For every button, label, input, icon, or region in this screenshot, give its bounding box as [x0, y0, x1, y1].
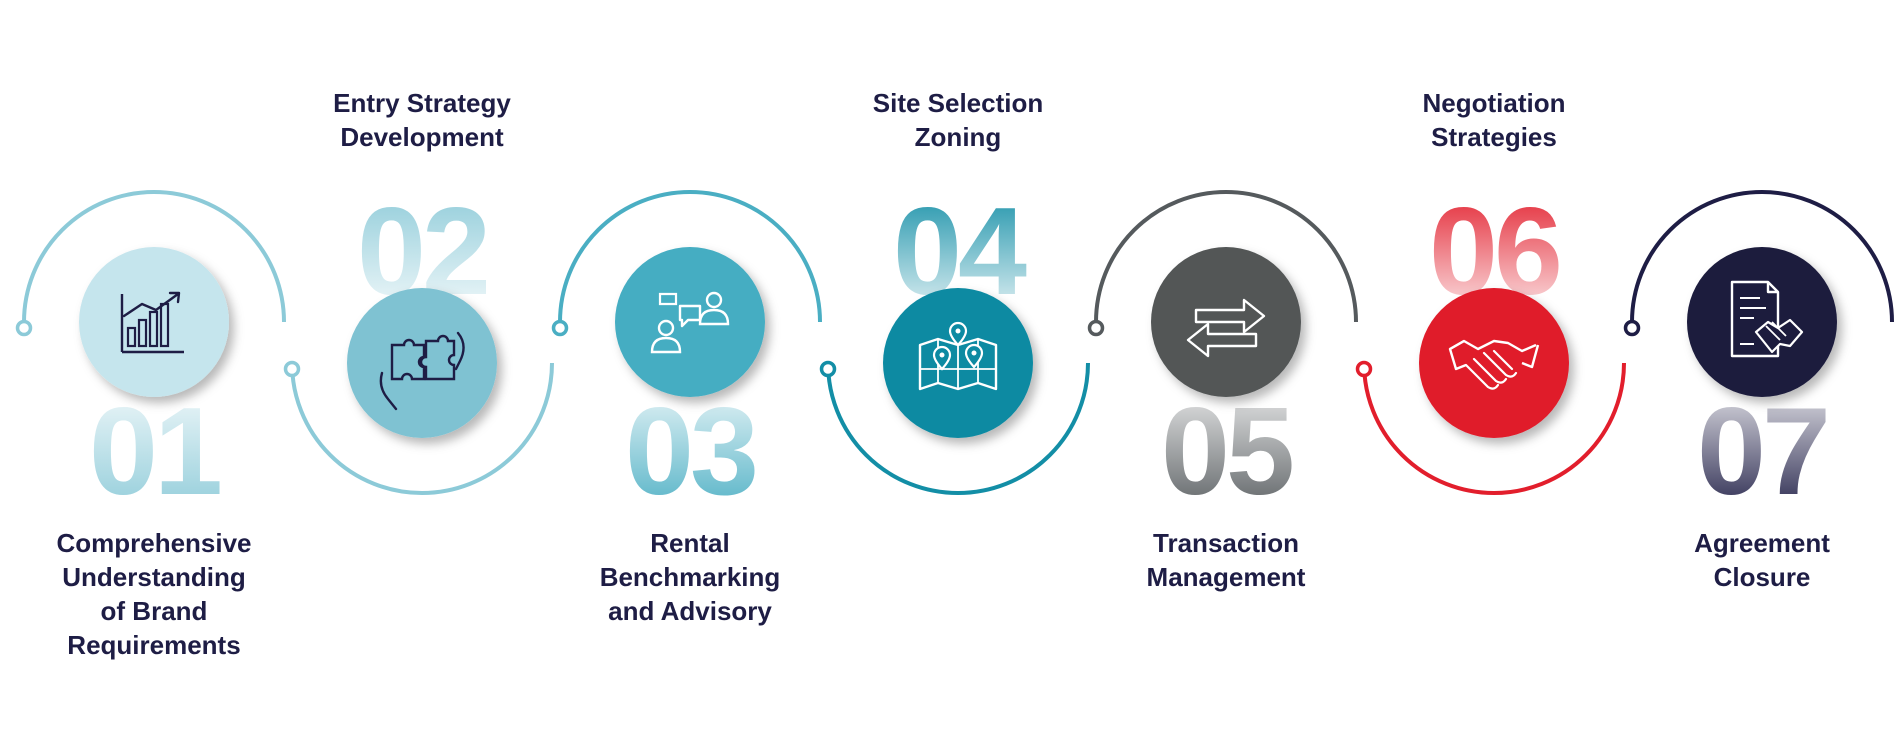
- step-title-line: Understanding: [62, 562, 245, 592]
- step-title-line: Strategies: [1431, 122, 1557, 152]
- connector-dot: [1623, 319, 1641, 337]
- step-number: 07: [1697, 383, 1827, 521]
- step-title-line: Comprehensive: [56, 528, 251, 558]
- consultation-icon: [650, 291, 730, 354]
- step-circle: [615, 247, 765, 397]
- step-title-line: Zoning: [915, 122, 1002, 152]
- location-map-icon: [918, 321, 998, 391]
- step-title-line: Rental: [650, 528, 729, 558]
- step-title-line: and Advisory: [608, 596, 772, 626]
- step-title-line: Negotiation: [1423, 88, 1566, 118]
- step-title-line: Transaction: [1153, 528, 1299, 558]
- step-circle: [1687, 247, 1837, 397]
- step-number: 01: [89, 383, 220, 521]
- step-title-line: Entry Strategy: [333, 88, 511, 118]
- step-title-line: Development: [340, 122, 504, 152]
- step-title-line: Agreement: [1694, 528, 1830, 558]
- step-number: 05: [1161, 383, 1292, 521]
- connector-dot: [15, 319, 33, 337]
- step-arc: [290, 362, 554, 495]
- step-circle: [79, 247, 229, 397]
- step-arc: [1362, 362, 1626, 495]
- step-number: 03: [625, 383, 755, 521]
- contract-handshake-icon: [1730, 280, 1804, 358]
- step-title-line: Requirements: [67, 630, 240, 660]
- handshake-icon: [1448, 339, 1540, 390]
- chart-growth-icon: [120, 291, 184, 354]
- exchange-arrows-icon: [1186, 298, 1266, 358]
- connector-dot: [1087, 319, 1105, 337]
- step-title-line: of Brand: [101, 596, 208, 626]
- connector-dot: [551, 319, 569, 337]
- connector-dot: [1355, 360, 1373, 378]
- step-arc: [558, 190, 822, 323]
- step-arc: [22, 190, 286, 323]
- puzzle-hands-icon: [379, 331, 465, 411]
- connector-dot: [819, 360, 837, 378]
- step-title-line: Benchmarking: [600, 562, 781, 592]
- connector-dot: [283, 360, 301, 378]
- step-title-line: Site Selection: [873, 88, 1044, 118]
- step-arc: [1630, 190, 1894, 323]
- step-arc: [1094, 190, 1358, 323]
- step-title-line: Management: [1147, 562, 1306, 592]
- step-arc: [826, 362, 1090, 495]
- step-title-line: Closure: [1714, 562, 1811, 592]
